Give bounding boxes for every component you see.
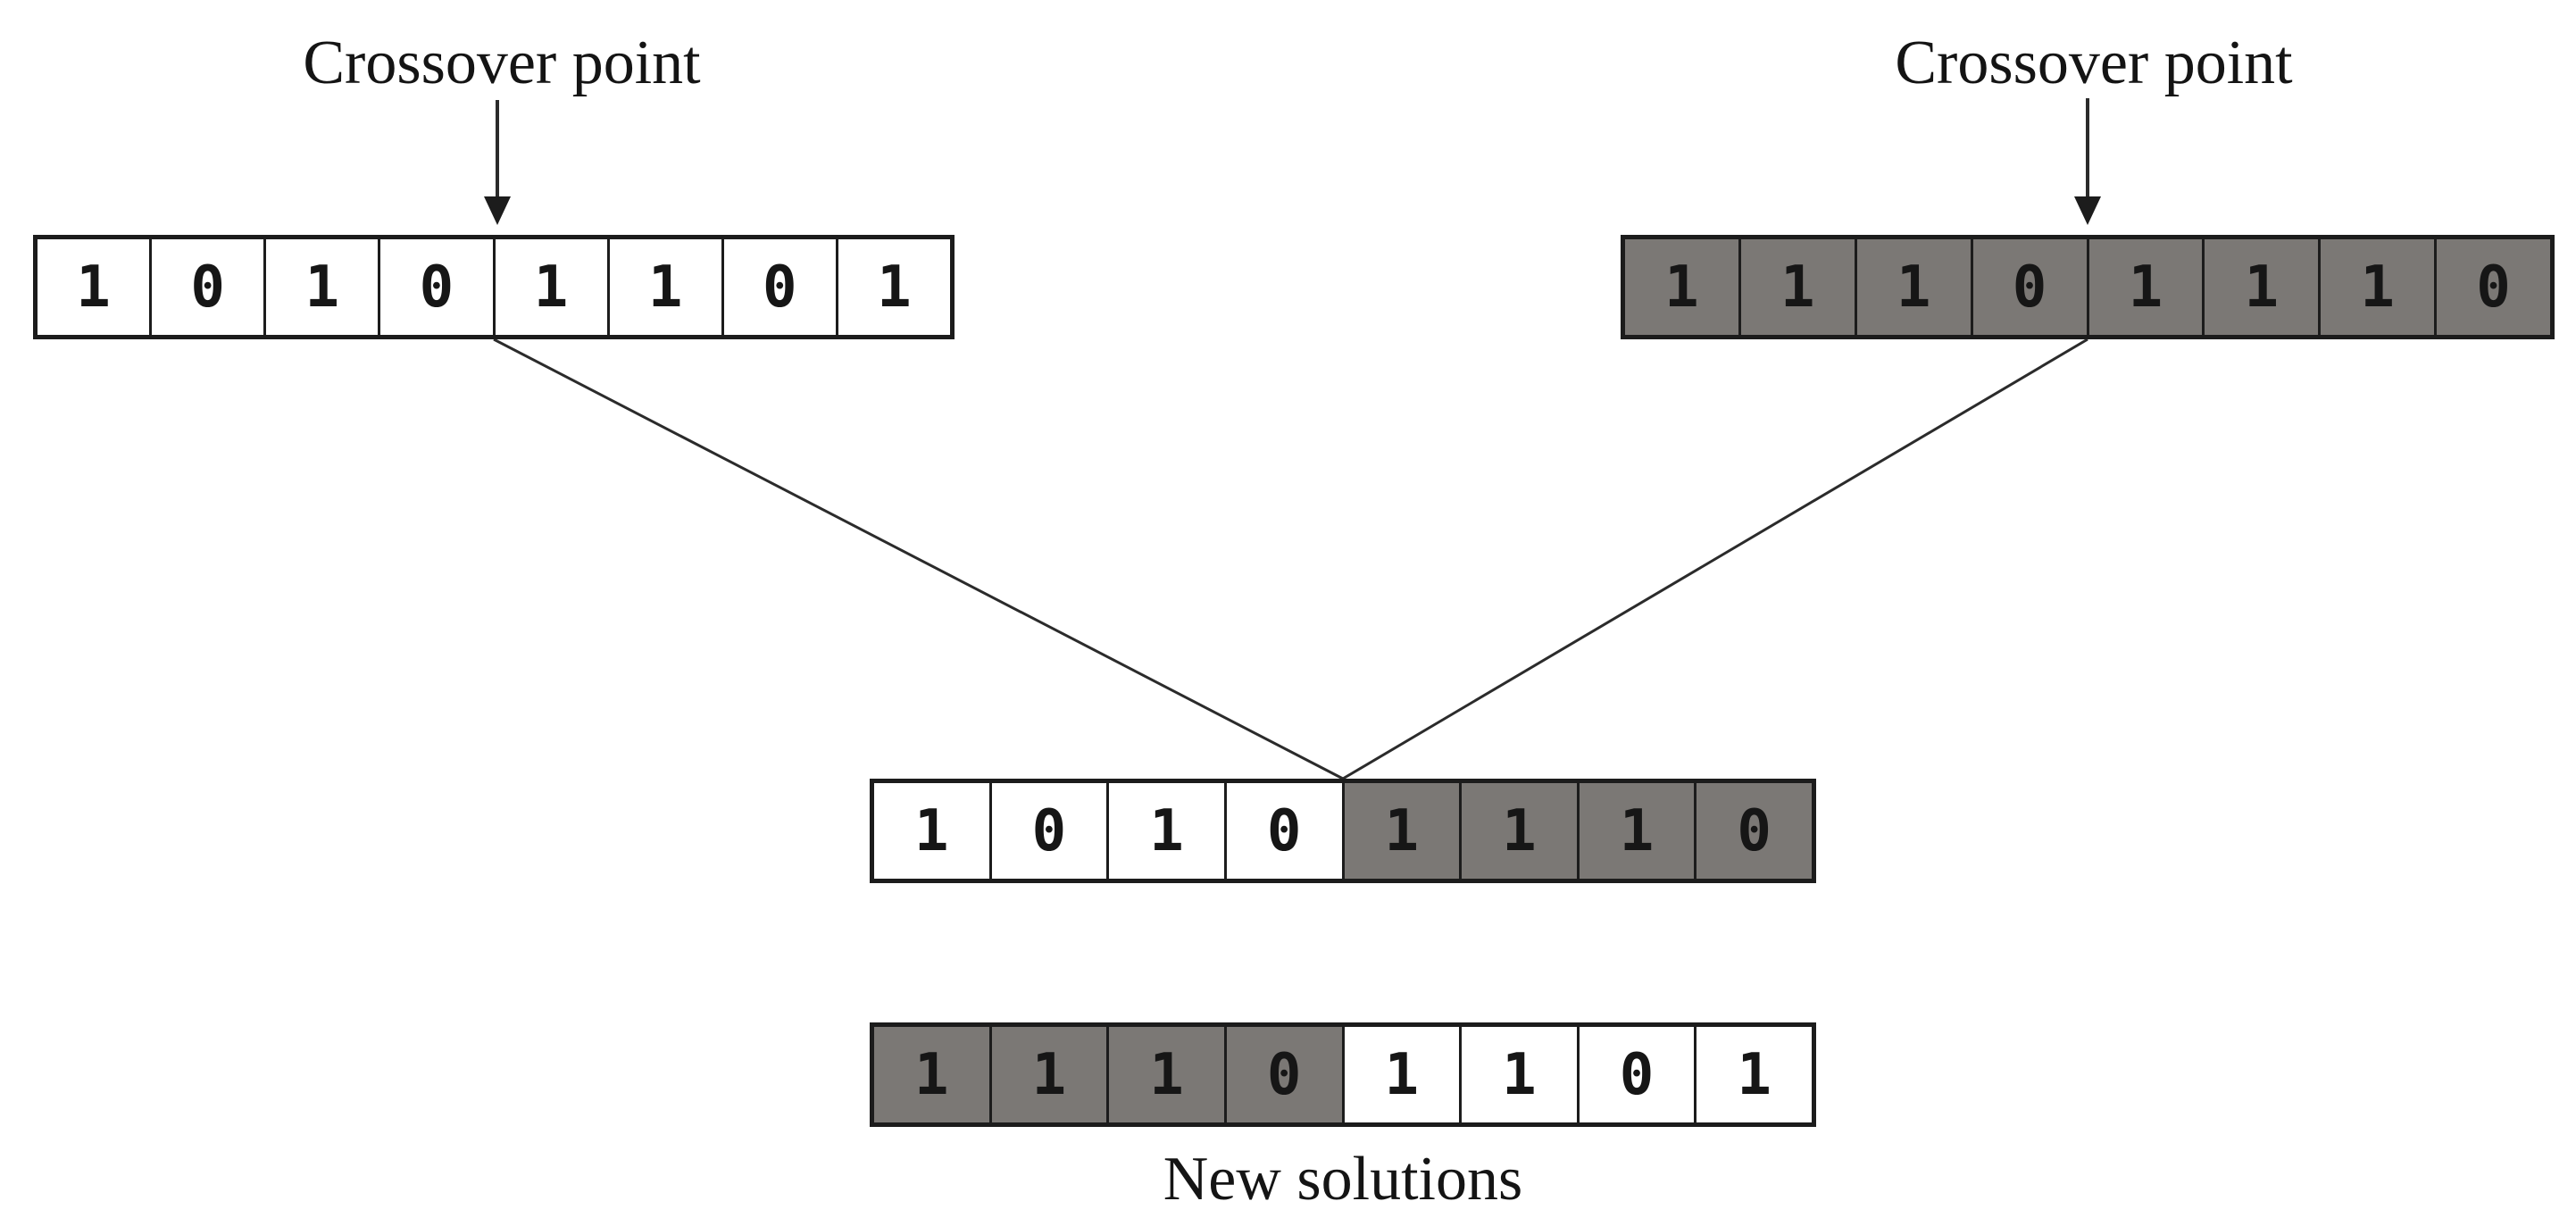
bit-cell: 1 [988, 1027, 1107, 1122]
bit-cell: 1 [1694, 1027, 1812, 1122]
bit-cell: 1 [1459, 1027, 1577, 1122]
bit-cell: 1 [1106, 783, 1224, 879]
diagonal-line-right [1342, 338, 2088, 780]
child-array-top: 1 0 1 0 1 1 1 0 [870, 779, 1816, 883]
bit-cell: 1 [2318, 239, 2435, 335]
child-array-bottom: 1 1 1 0 1 1 0 1 [870, 1022, 1816, 1127]
bit-cell: 0 [2434, 239, 2550, 335]
bit-cell: 0 [1694, 783, 1812, 879]
crossover-arrow-right [2074, 98, 2101, 225]
bit-cell: 1 [1341, 783, 1460, 879]
crossover-point-label-right: Crossover point [1895, 29, 2293, 97]
bit-cell: 1 [835, 239, 950, 335]
bit-cell: 1 [874, 783, 989, 879]
bit-cell: 1 [1854, 239, 1971, 335]
bit-cell: 1 [1106, 1027, 1224, 1122]
bit-cell: 1 [1576, 783, 1695, 879]
bit-cell: 1 [492, 239, 607, 335]
bit-cell: 0 [378, 239, 493, 335]
bit-cell: 0 [149, 239, 264, 335]
bit-cell: 0 [1223, 1027, 1342, 1122]
bit-cell: 1 [2086, 239, 2203, 335]
bit-cell: 0 [988, 783, 1107, 879]
bit-cell: 1 [606, 239, 721, 335]
bit-cell: 1 [2202, 239, 2319, 335]
bit-cell: 1 [1738, 239, 1855, 335]
parent-array-left: 1 0 1 0 1 1 0 1 [33, 235, 955, 339]
new-solutions-label: New solutions [1163, 1145, 1523, 1214]
bit-cell: 0 [721, 239, 836, 335]
crossover-point-label-left: Crossover point [303, 29, 701, 97]
bit-cell: 0 [1576, 1027, 1695, 1122]
crossover-arrow-left [484, 100, 511, 225]
bit-cell: 1 [1625, 239, 1738, 335]
bit-cell: 0 [1970, 239, 2087, 335]
diagonal-line-left [493, 338, 1344, 780]
parent-array-right: 1 1 1 0 1 1 1 0 [1621, 235, 2555, 339]
bit-cell: 1 [1341, 1027, 1460, 1122]
bit-cell: 1 [263, 239, 379, 335]
bit-cell: 1 [38, 239, 150, 335]
bit-cell: 1 [874, 1027, 989, 1122]
bit-cell: 1 [1459, 783, 1577, 879]
bit-cell: 0 [1223, 783, 1342, 879]
